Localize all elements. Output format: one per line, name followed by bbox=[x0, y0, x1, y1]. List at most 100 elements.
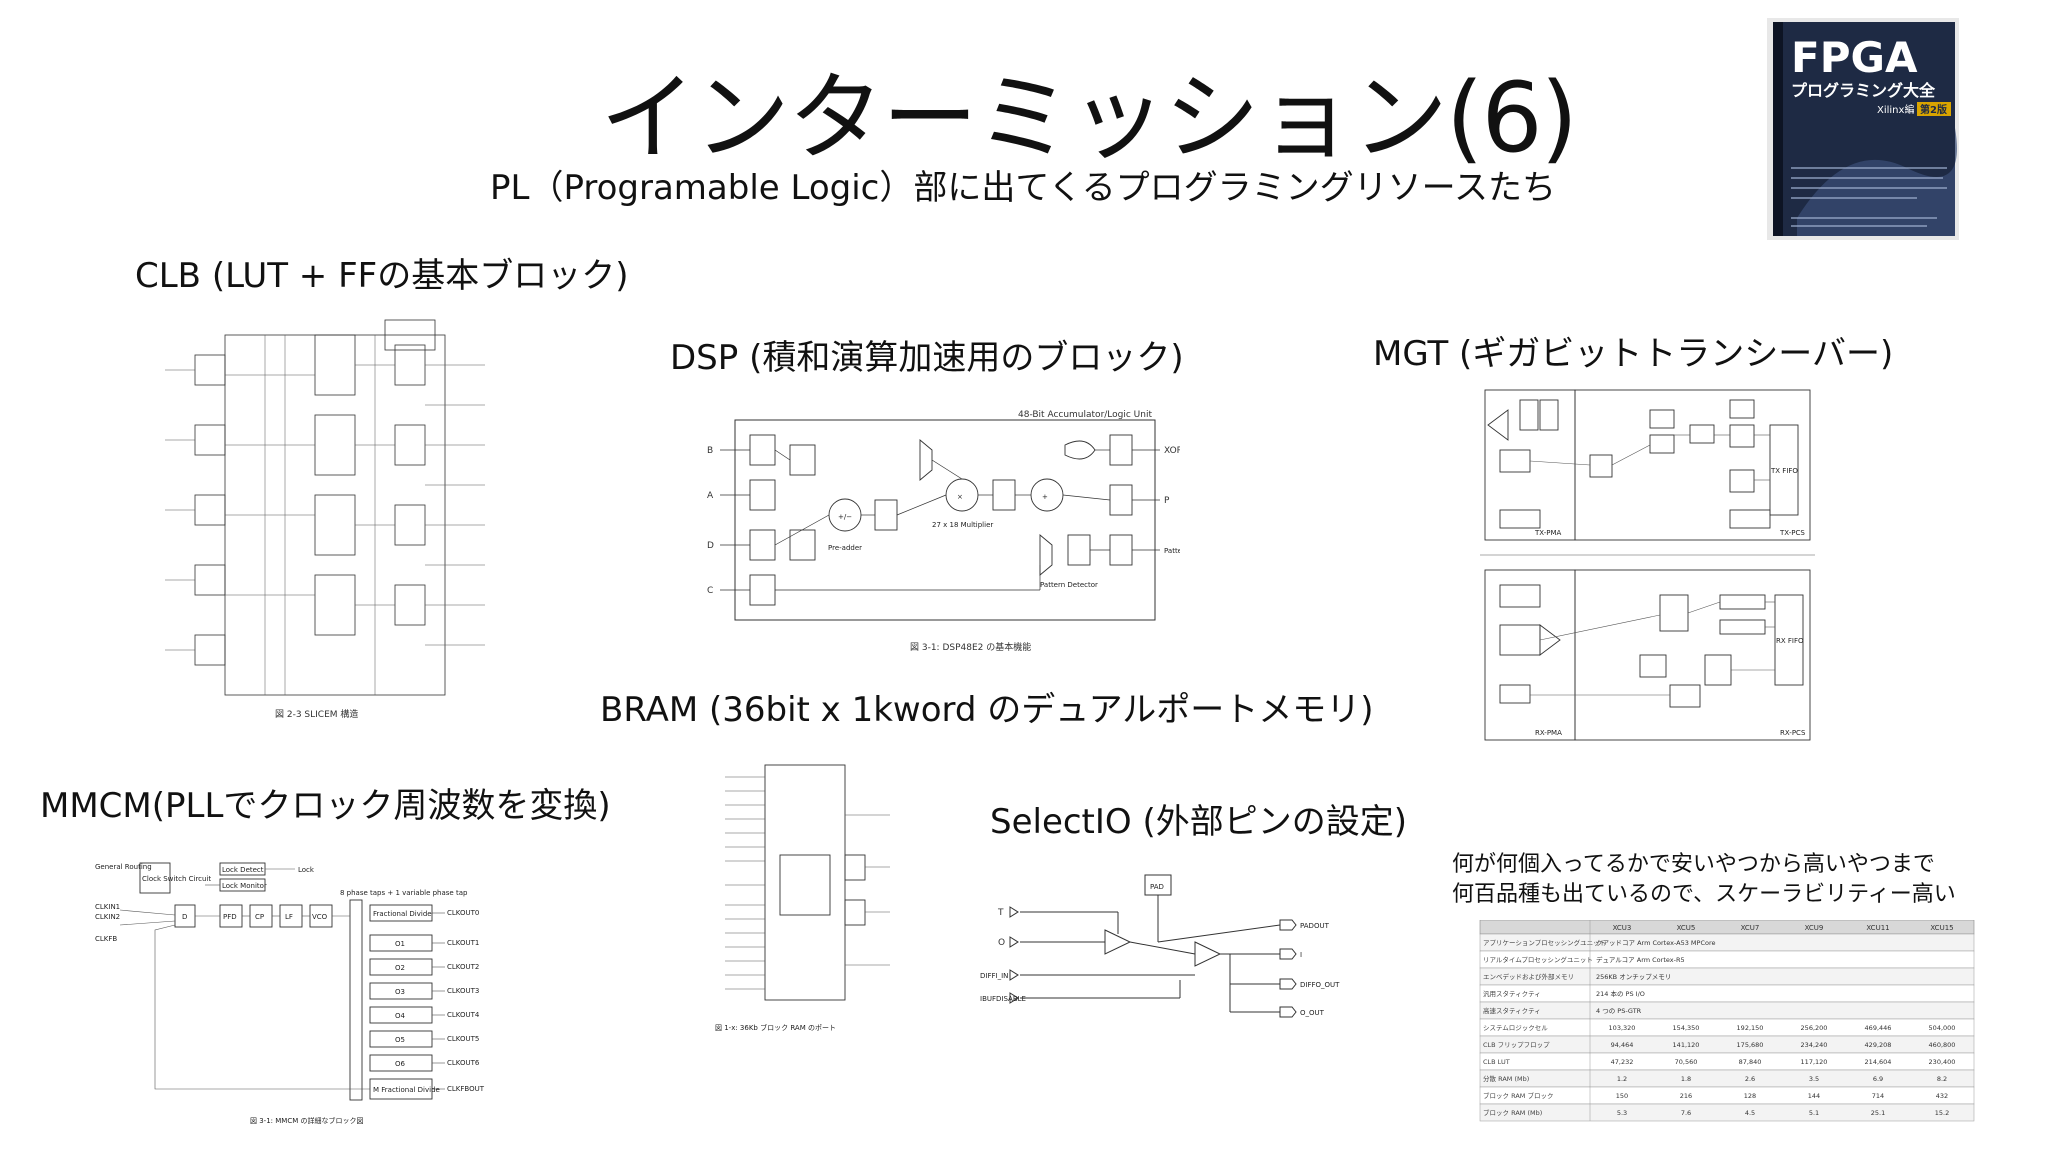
mmcm-div-o6: O6 bbox=[395, 1060, 406, 1068]
table-row bbox=[1479, 1001, 1975, 1020]
table-cell: 4.5 bbox=[1745, 1109, 1755, 1117]
mmcm-diagram: General Routing Clock Switch Circuit Loc… bbox=[95, 855, 535, 1130]
mmcm-div-o4: O4 bbox=[395, 1012, 406, 1020]
dsp-diagram: +/− × + B A D C 48-Bit Accumulator/Logic… bbox=[700, 405, 1180, 665]
mmcm-general-routing: General Routing bbox=[95, 863, 152, 871]
mmcm-out-6: CLKOUT6 bbox=[447, 1059, 480, 1067]
table-row bbox=[1479, 1018, 1975, 1037]
table-cell: 2.6 bbox=[1745, 1075, 1755, 1083]
table-row-label: 汎用スタティクティ bbox=[1483, 989, 1541, 998]
mmcm-lock: Lock bbox=[298, 866, 315, 874]
mmcm-out-1: CLKOUT1 bbox=[447, 939, 479, 947]
mmcm-out-2: CLKOUT2 bbox=[447, 963, 479, 971]
book-edition: Xilinx編 bbox=[1877, 103, 1914, 116]
table-cell: 230,400 bbox=[1929, 1058, 1956, 1066]
table-column-header: XCU15 bbox=[1930, 924, 1953, 932]
table-cell: 460,800 bbox=[1929, 1041, 1956, 1049]
dsp-input-d: D bbox=[707, 541, 714, 551]
table-cell: 1.2 bbox=[1617, 1075, 1627, 1083]
mmcm-d: D bbox=[182, 913, 187, 921]
table-cell: 103,320 bbox=[1609, 1024, 1636, 1032]
table-cell: 432 bbox=[1936, 1092, 1948, 1100]
table-cell: 15.2 bbox=[1935, 1109, 1949, 1117]
dsp-input-b: B bbox=[707, 446, 713, 456]
table-cell: 47,232 bbox=[1611, 1058, 1634, 1066]
table-cell: 128 bbox=[1744, 1092, 1756, 1100]
svg-text:×: × bbox=[957, 493, 963, 501]
book-cover: FPGA プログラミング大全 Xilinx編 第2版 bbox=[1767, 18, 1959, 240]
note-line-2: 何百品種も出ているので、スケーラビリティー高い bbox=[1452, 882, 1956, 907]
clb-diagram: 図 2-3 SLICEM 構造 bbox=[165, 315, 505, 725]
table-cell: 504,000 bbox=[1929, 1024, 1956, 1032]
table-cell: 714 bbox=[1872, 1092, 1884, 1100]
selectio-i: I bbox=[1300, 951, 1302, 959]
selectio-padout: PADOUT bbox=[1300, 922, 1330, 930]
mmcm-out-4: CLKOUT4 bbox=[447, 1011, 480, 1019]
table-row-label: ブロック RAM (Mb) bbox=[1483, 1108, 1542, 1117]
dsp-pattern-detect-label: Pattern Detect bbox=[1164, 547, 1180, 555]
mgt-diagram: TX-PMA TX-PCS RX-PMA RX-PCS TX FIFO RX F… bbox=[1480, 385, 1820, 745]
dsp-preadder-label: Pre-adder bbox=[828, 544, 862, 552]
selectio-t: T bbox=[997, 908, 1004, 918]
table-cell: 175,680 bbox=[1737, 1041, 1764, 1049]
table-row bbox=[1479, 1086, 1975, 1105]
table-cell: 141,120 bbox=[1673, 1041, 1700, 1049]
table-row-label: エンベデッドおよび外部メモリ bbox=[1483, 972, 1574, 981]
heading-selectio: SelectIO (外部ピンの設定) bbox=[990, 802, 1408, 842]
table-column-header: XCU3 bbox=[1613, 924, 1632, 932]
table-cell: 1.8 bbox=[1681, 1075, 1691, 1083]
mmcm-cp: CP bbox=[255, 913, 264, 921]
note-line-1: 何が何個入ってるかで安いやつから高いやつまで bbox=[1452, 852, 1935, 877]
table-row bbox=[1479, 1069, 1975, 1088]
bram-caption: 図 1-x: 36Kb ブロック RAM のポート bbox=[715, 1023, 836, 1032]
table-row-label: システムロジックセル bbox=[1483, 1024, 1548, 1032]
table-cell: 256,200 bbox=[1801, 1024, 1828, 1032]
table-column-header: XCU9 bbox=[1805, 924, 1824, 932]
dsp-xor-label: XOR bbox=[1164, 446, 1180, 456]
mmcm-clkin1: CLKIN1 bbox=[95, 903, 120, 911]
dsp-multiplier-label: 27 x 18 Multiplier bbox=[932, 521, 993, 529]
table-cell: 3.5 bbox=[1809, 1075, 1819, 1083]
mmcm-clkfb: CLKFB bbox=[95, 935, 117, 943]
mmcm-out-fb: CLKFBOUT bbox=[447, 1085, 485, 1093]
table-column-header: XCU7 bbox=[1741, 924, 1760, 932]
table-cell: 117,120 bbox=[1801, 1058, 1828, 1066]
dsp-unit-label: 48-Bit Accumulator/Logic Unit bbox=[1018, 410, 1152, 420]
table-cell: 216 bbox=[1680, 1092, 1692, 1100]
dsp-pattern-label: Pattern Detector bbox=[1040, 581, 1098, 589]
selectio-o: O bbox=[998, 938, 1005, 948]
table-row bbox=[1479, 984, 1975, 1003]
clb-caption: 図 2-3 SLICEM 構造 bbox=[275, 708, 358, 720]
table-row-label: CLB フリップフロップ bbox=[1483, 1041, 1550, 1049]
mmcm-div-o2: O2 bbox=[395, 964, 405, 972]
selectio-diff-in: DIFFI_IN bbox=[980, 972, 1008, 980]
mmcm-caption: 図 3-1: MMCM の詳細なブロック図 bbox=[250, 1116, 363, 1125]
bram-diagram: 図 1-x: 36Kb ブロック RAM のポート bbox=[705, 755, 895, 1040]
mmcm-clkin2: CLKIN2 bbox=[95, 913, 120, 921]
mgt-tx-pcs: TX-PCS bbox=[1779, 529, 1805, 537]
mgt-rx-pcs: RX-PCS bbox=[1780, 729, 1806, 737]
table-row bbox=[1479, 1103, 1975, 1122]
mmcm-m-divide: M Fractional Divide bbox=[373, 1086, 440, 1094]
mmcm-lf: LF bbox=[285, 913, 293, 921]
dsp-input-a: A bbox=[707, 491, 714, 501]
mmcm-phase-taps: 8 phase taps + 1 variable phase tap bbox=[340, 889, 468, 897]
table-cell: 5.1 bbox=[1809, 1109, 1819, 1117]
table-cell: 214 本の PS I/O bbox=[1596, 989, 1645, 998]
table-cell: 469,446 bbox=[1865, 1024, 1892, 1032]
selectio-o-out: O_OUT bbox=[1300, 1009, 1325, 1017]
table-cell: デュアルコア Arm Cortex-R5 bbox=[1596, 955, 1685, 964]
mmcm-fractional-divide: Fractional Divide bbox=[373, 910, 432, 918]
table-cell: 7.6 bbox=[1681, 1109, 1691, 1117]
table-row-label: アプリケーションプロセッシングユニット bbox=[1483, 938, 1606, 947]
table-cell: 154,350 bbox=[1673, 1024, 1700, 1032]
mgt-tx-fifo: TX FIFO bbox=[1770, 467, 1798, 475]
table-cell: 4 つの PS-GTR bbox=[1596, 1007, 1642, 1015]
mmcm-clock-switch: Clock Switch Circuit bbox=[142, 875, 211, 883]
mmcm-div-o3: O3 bbox=[395, 988, 405, 996]
table-row-label: CLB LUT bbox=[1483, 1058, 1510, 1066]
mmcm-div-o1: O1 bbox=[395, 940, 405, 948]
table-cell: 192,150 bbox=[1737, 1024, 1764, 1032]
mgt-rx-pma: RX-PMA bbox=[1535, 729, 1562, 737]
